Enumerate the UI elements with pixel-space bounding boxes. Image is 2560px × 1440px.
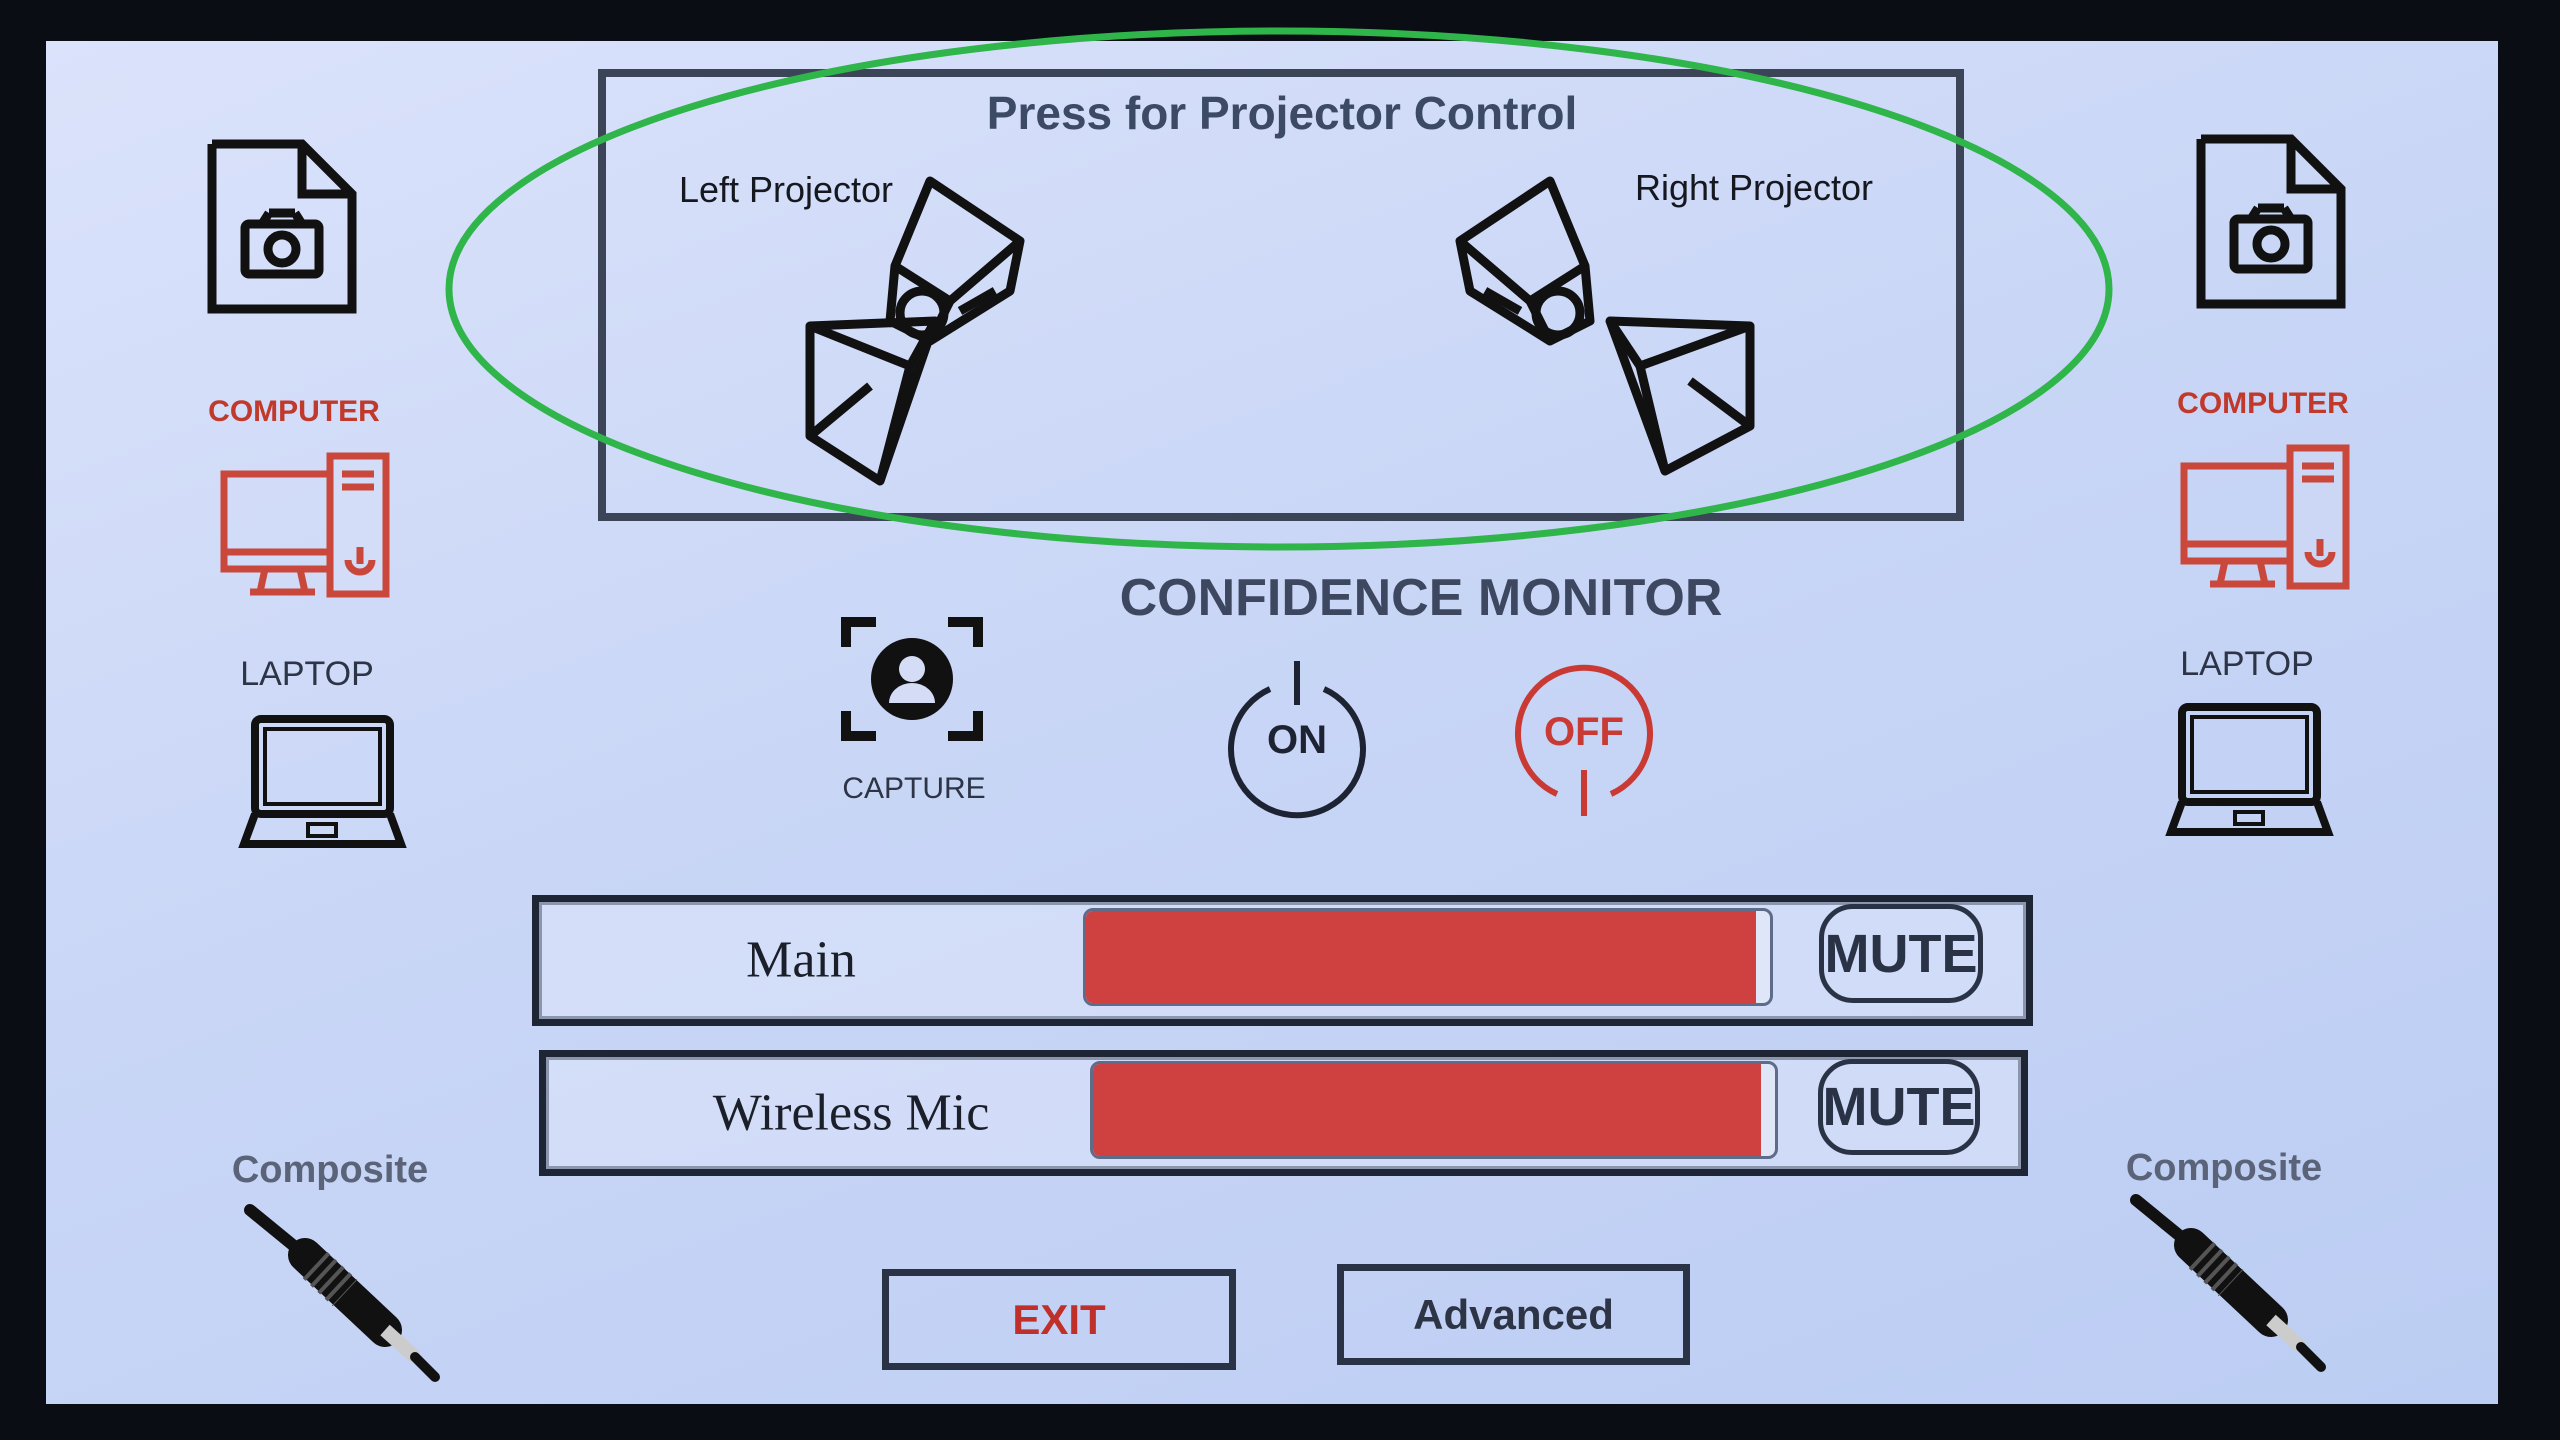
on-label: ON xyxy=(1267,718,1327,762)
exit-button[interactable]: EXIT xyxy=(882,1269,1236,1370)
wireless-mic-volume-fill xyxy=(1093,1064,1762,1156)
audio-row-main: Main MUTE xyxy=(532,895,2033,1026)
off-label: OFF xyxy=(1544,710,1624,754)
advanced-button[interactable]: Advanced xyxy=(1337,1264,1690,1365)
right-laptop-label: LAPTOP xyxy=(2180,645,2314,683)
left-projector-icon[interactable] xyxy=(800,171,1120,491)
left-composite-cable-icon[interactable] xyxy=(244,1204,445,1385)
power-off-icon xyxy=(1515,664,1653,816)
left-laptop-icon[interactable] xyxy=(238,714,407,852)
main-label: Main xyxy=(746,931,856,989)
capture-label: CAPTURE xyxy=(842,772,986,805)
right-projector-icon[interactable] xyxy=(1450,171,1770,491)
confidence-monitor-title: CONFIDENCE MONITOR xyxy=(1119,569,1723,627)
right-computer-label: COMPUTER xyxy=(2177,387,2349,420)
left-projector-label: Left Projector xyxy=(678,169,894,210)
right-laptop-icon[interactable] xyxy=(2165,702,2334,840)
right-composite-label: Composite xyxy=(2125,1147,2323,1189)
monitor-off-button[interactable]: OFF xyxy=(1512,658,1656,818)
right-projector-label: Right Projector xyxy=(1634,167,1874,208)
wireless-mic-volume-slider[interactable] xyxy=(1090,1061,1778,1159)
highlight-ellipse xyxy=(445,27,2113,551)
monitor-on-button[interactable]: ON xyxy=(1225,661,1369,819)
audio-row-wireless-mic: Wireless Mic MUTE xyxy=(539,1050,2028,1176)
touch-panel-screen: Press for Projector Control Left Project… xyxy=(46,27,2498,1404)
projector-control-button[interactable] xyxy=(598,69,1964,521)
left-file-camera-icon[interactable] xyxy=(207,139,357,314)
left-computer-icon[interactable] xyxy=(220,452,390,598)
main-volume-slider[interactable] xyxy=(1083,908,1773,1006)
right-computer-icon[interactable] xyxy=(2180,444,2350,590)
power-on-icon xyxy=(1228,661,1366,819)
right-composite-cable-icon[interactable] xyxy=(2130,1194,2331,1375)
wireless-mic-mute-button[interactable]: MUTE xyxy=(1818,1059,1980,1155)
main-volume-fill xyxy=(1086,911,1757,1003)
left-computer-label: COMPUTER xyxy=(208,395,380,428)
wireless-mic-label: Wireless Mic xyxy=(712,1084,990,1142)
left-composite-label: Composite xyxy=(231,1149,429,1191)
main-mute-button[interactable]: MUTE xyxy=(1819,904,1983,1003)
capture-icon[interactable] xyxy=(841,617,983,741)
left-laptop-label: LAPTOP xyxy=(240,655,374,693)
right-file-camera-icon[interactable] xyxy=(2196,134,2346,309)
projector-control-title: Press for Projector Control xyxy=(986,87,1578,139)
